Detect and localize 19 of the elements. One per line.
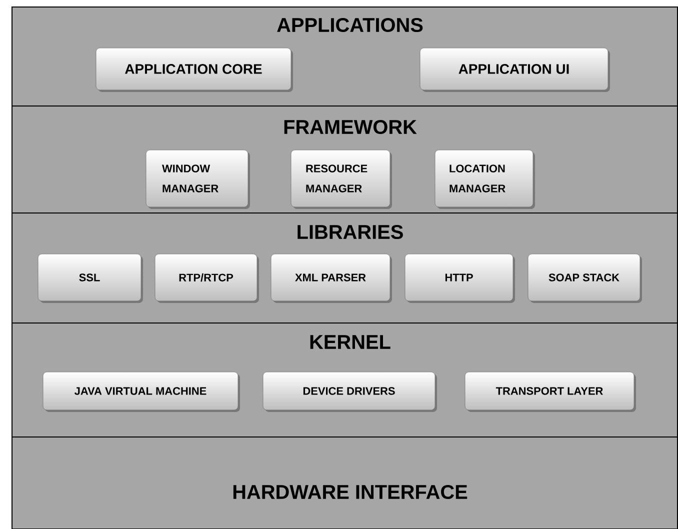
node-label: FRAMEWORK	[284, 120, 417, 134]
component-box: HTTP	[404, 254, 515, 303]
component-box: TRANSPORT LAYER	[464, 372, 636, 412]
component-box: RESOURCE MANAGER	[290, 150, 392, 209]
node-label: HARDWARE INTERFACE	[233, 484, 468, 500]
layer-band: HARDWARE INTERFACE	[12, 436, 678, 529]
component-box: APPLICATION CORE	[96, 48, 293, 92]
component-box: WINDOW MANAGER	[146, 150, 250, 209]
component-box: LOCATION MANAGER	[434, 150, 535, 209]
component-box: APPLICATION UI	[420, 48, 610, 92]
component-box: DEVICE DRIVERS	[262, 372, 437, 412]
component-box: RTP/RTCP	[154, 254, 259, 303]
node-label: LIBRARIES	[298, 224, 403, 240]
node-label: KERNEL	[310, 335, 390, 349]
component-box: XML PARSER	[270, 254, 392, 303]
component-box: SOAP STACK	[528, 254, 642, 303]
component-box: SSL	[38, 254, 143, 303]
node-label: APPLICATIONS	[277, 18, 423, 32]
component-box: JAVA VIRTUAL MACHINE	[42, 372, 240, 412]
